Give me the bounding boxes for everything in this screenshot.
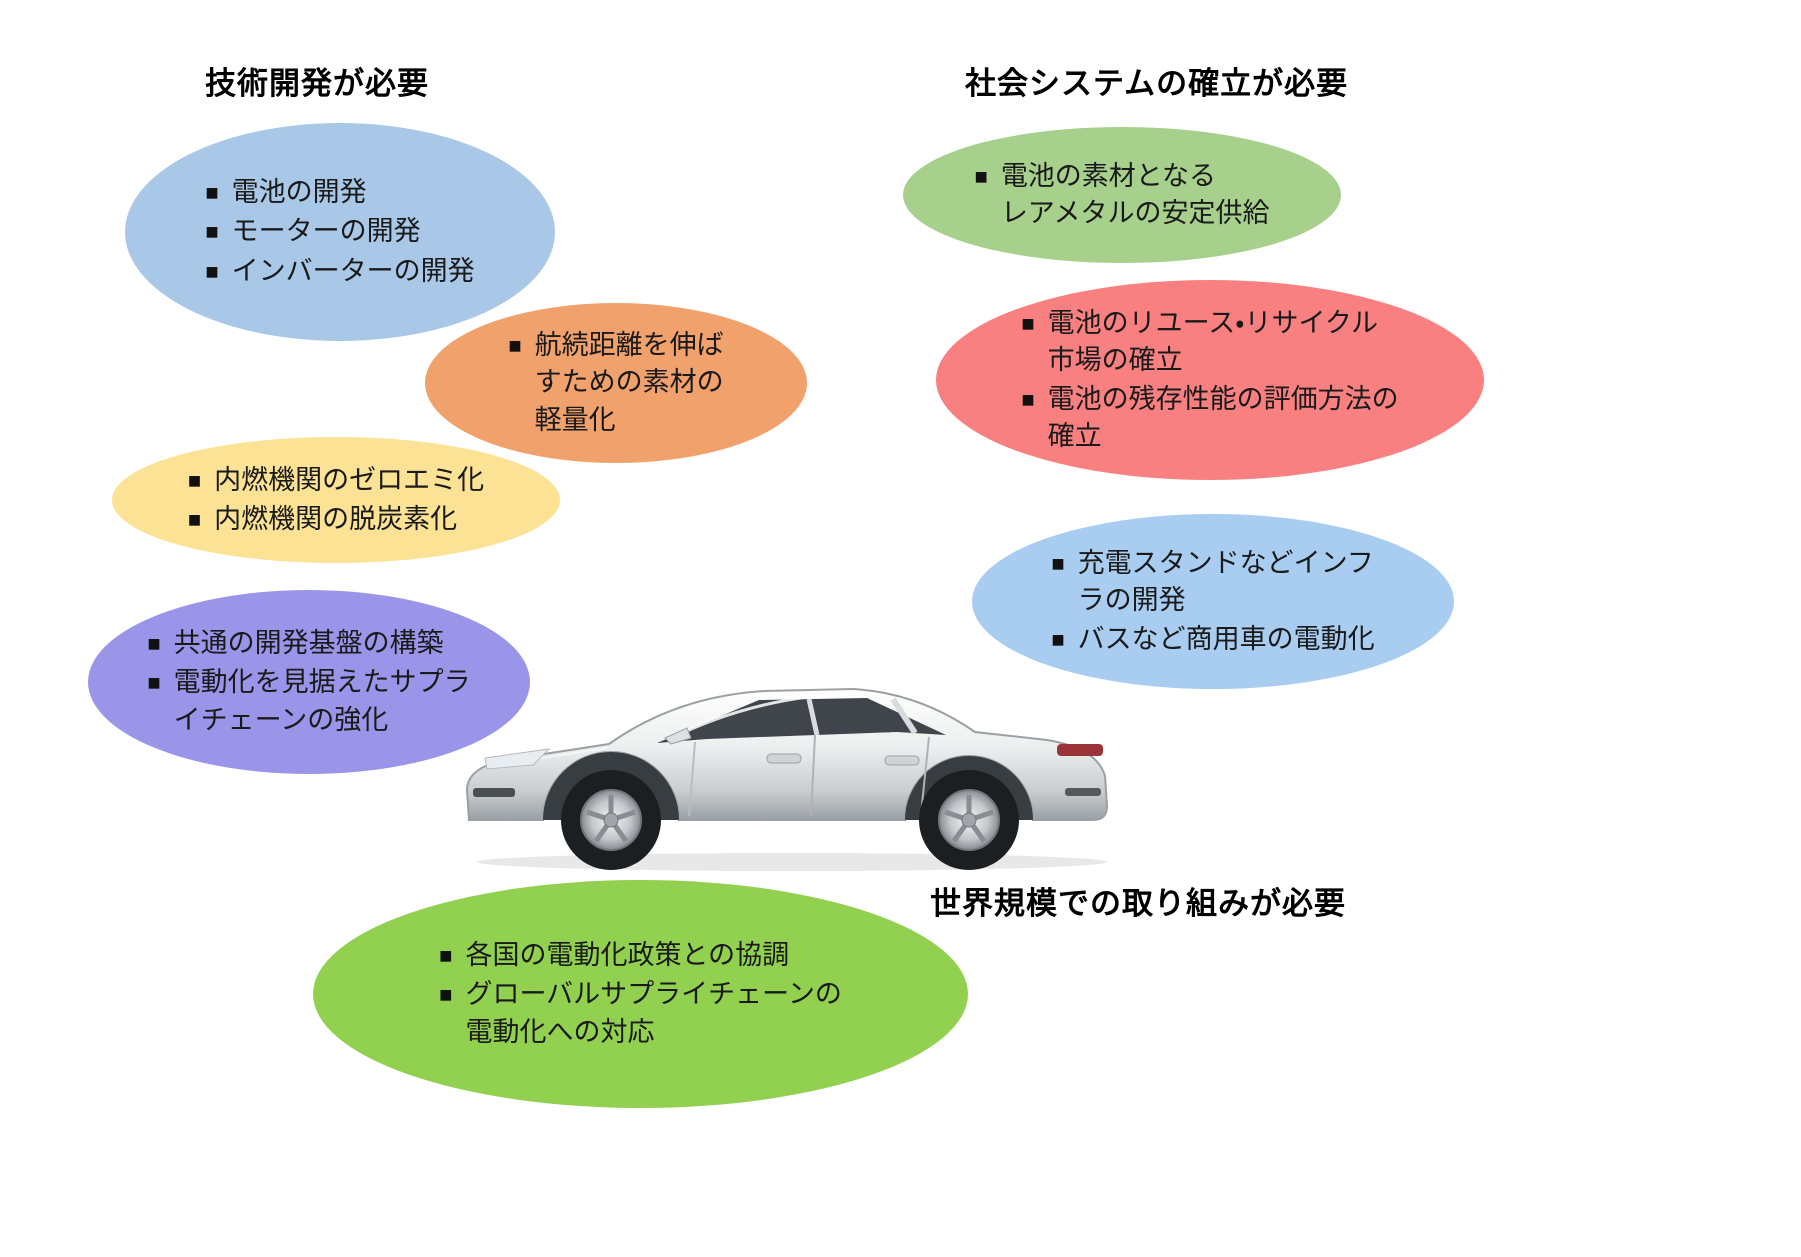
bubble-weight-reduction: ■ 航続距離を伸ば すための素材の 軽量化 xyxy=(425,303,807,463)
bubble-item: ■ グローバルサプライチェーンの 電動化への対応 xyxy=(439,976,842,1051)
bubble-item: ■ バスなど商用車の電動化 xyxy=(1051,621,1374,658)
bullet-square-icon: ■ xyxy=(147,670,161,696)
door-handle xyxy=(766,753,802,764)
bullet-square-icon: ■ xyxy=(508,333,522,359)
bubble-item-text: 充電スタンドなどインフ ラの開発 xyxy=(1077,547,1374,615)
bullet-square-icon: ■ xyxy=(974,163,988,189)
bubble-battery-reuse-items: ■ 電池のリユース・リサイクル 市場の確立 ■ 電池の残存性能の評価方法の 確立 xyxy=(1021,305,1398,456)
b-pillar xyxy=(806,698,820,736)
bubble-item: ■ 共通の開発基盤の構築 xyxy=(147,625,470,662)
taillight xyxy=(1057,744,1103,756)
bubble-item-text: 電動化を見据えたサプラ イチェーンの強化 xyxy=(173,667,471,735)
bullet-square-icon: ■ xyxy=(1051,550,1065,576)
bubble-ev-components: ■ 電池の開発 ■ モーターの開発 ■ インバーターの開発 xyxy=(125,123,555,341)
bullet-square-icon: ■ xyxy=(147,631,161,657)
bubble-item: ■ 各国の電動化政策との協調 xyxy=(439,937,842,974)
bubble-item-text: 電池の残存性能の評価方法の 確立 xyxy=(1047,384,1399,452)
bubble-item: ■ 内燃機関の脱炭素化 xyxy=(188,501,484,538)
door-seam xyxy=(688,741,696,817)
roof-highlight xyxy=(671,691,858,740)
bubble-item-text: バスなど商用車の電動化 xyxy=(1077,624,1375,655)
bubble-weight-reduction-items: ■ 航続距離を伸ば すための素材の 軽量化 xyxy=(508,327,723,439)
bubble-item: ■ 充電スタンドなどインフ ラの開発 xyxy=(1051,545,1374,620)
bubble-item-text: 電池の開発 xyxy=(231,177,367,208)
bullet-square-icon: ■ xyxy=(1051,627,1065,653)
front-grille xyxy=(473,788,515,797)
bullet-square-icon: ■ xyxy=(205,219,219,245)
door-seam xyxy=(920,736,930,815)
bubble-item: ■ モーターの開発 xyxy=(205,213,474,250)
bullet-square-icon: ■ xyxy=(187,467,202,493)
c-pillar xyxy=(890,697,918,735)
bubble-item: ■ 電池の開発 xyxy=(205,174,474,211)
bubble-item-text: 共通の開発基盤の構築 xyxy=(173,628,444,659)
door-seam xyxy=(810,734,816,817)
bubble-item-text: 航続距離を伸ば すための素材の 軽量化 xyxy=(534,330,724,435)
bubble-global-coordination: ■ 各国の電動化政策との協調 ■ グローバルサプライチェーンの 電動化への対応 xyxy=(313,880,968,1108)
bubble-charging-items: ■ 充電スタンドなどインフ ラの開発 ■ バスなど商用車の電動化 xyxy=(1051,545,1374,659)
bullet-square-icon: ■ xyxy=(1021,387,1035,412)
heading-global: 世界規模での取り組みが必要 xyxy=(930,886,1346,921)
bubble-item: ■ 電池の残存性能の評価方法の 確立 xyxy=(1021,381,1398,456)
car-sedan-illustration xyxy=(465,687,1109,871)
bubble-item: ■ 内燃機関のゼロエミ化 xyxy=(188,462,484,499)
bullet-square-icon: ■ xyxy=(187,507,202,532)
bullet-square-icon: ■ xyxy=(1021,310,1035,336)
side-mirror xyxy=(664,727,692,745)
rear-bumper-trim xyxy=(1065,788,1101,796)
bubble-item-text: 電池のリユース・リサイクル 市場の確立 xyxy=(1047,307,1379,375)
bubble-ev-components-items: ■ 電池の開発 ■ モーターの開発 ■ インバーターの開発 xyxy=(205,174,474,290)
bubble-charging-infra: ■ 充電スタンドなどインフ ラの開発 ■ バスなど商用車の電動化 xyxy=(972,514,1454,689)
bubble-rare-metal-items: ■ 電池の素材となる レアメタルの安定供給 xyxy=(975,158,1270,233)
bubble-dev-platform-items: ■ 共通の開発基盤の構築 ■ 電動化を見据えたサプラ イチェーンの強化 xyxy=(147,625,470,739)
bullet-square-icon: ■ xyxy=(439,982,453,1008)
heading-social-system: 社会システムの確立が必要 xyxy=(965,66,1349,101)
bubble-item: ■ 電池のリユース・リサイクル 市場の確立 xyxy=(1021,305,1398,380)
front-wheel xyxy=(561,770,661,870)
bubble-item: ■ 電動化を見据えたサプラ イチェーンの強化 xyxy=(147,664,470,739)
heading-technology: 技術開発が必要 xyxy=(205,66,429,101)
bubble-item: ■ インバーターの開発 xyxy=(205,253,474,290)
bubble-item-text: 内燃機関の脱炭素化 xyxy=(214,504,458,534)
bubble-item-text: モーターの開発 xyxy=(231,216,421,247)
door-handle xyxy=(884,755,920,766)
car-ground-shadow xyxy=(477,853,1107,871)
bubble-item: ■ 電池の素材となる レアメタルの安定供給 xyxy=(975,158,1270,233)
bubble-rare-metal: ■ 電池の素材となる レアメタルの安定供給 xyxy=(903,127,1341,263)
bubble-item-text: 内燃機関のゼロエミ化 xyxy=(214,464,485,495)
car-image xyxy=(452,638,1122,876)
headlight xyxy=(484,748,551,770)
bullet-square-icon: ■ xyxy=(439,943,453,969)
bubble-item: ■ 航続距離を伸ば すための素材の 軽量化 xyxy=(508,327,723,439)
bullet-square-icon: ■ xyxy=(205,180,219,206)
bubble-ice-decarbonization: ■ 内燃機関のゼロエミ化 ■ 内燃機関の脱炭素化 xyxy=(112,437,560,563)
bubble-item-text: 電池の素材となる レアメタルの安定供給 xyxy=(1000,160,1270,228)
bubble-item-text: 各国の電動化政策との協調 xyxy=(465,940,790,971)
bubble-dev-platform: ■ 共通の開発基盤の構築 ■ 電動化を見据えたサプラ イチェーンの強化 xyxy=(88,590,530,774)
bubble-item-text: インバーターの開発 xyxy=(231,255,475,286)
bullet-square-icon: ■ xyxy=(205,258,219,284)
car-windows xyxy=(657,698,946,743)
bubble-ice-items: ■ 内燃機関のゼロエミ化 ■ 内燃機関の脱炭素化 xyxy=(188,462,484,539)
bubble-global-items: ■ 各国の電動化政策との協調 ■ グローバルサプライチェーンの 電動化への対応 xyxy=(439,937,842,1051)
bubble-item-text: グローバルサプライチェーンの 電動化への対応 xyxy=(465,979,842,1047)
rear-wheel xyxy=(919,770,1019,870)
bubble-battery-reuse: ■ 電池のリユース・リサイクル 市場の確立 ■ 電池の残存性能の評価方法の 確立 xyxy=(936,280,1484,480)
